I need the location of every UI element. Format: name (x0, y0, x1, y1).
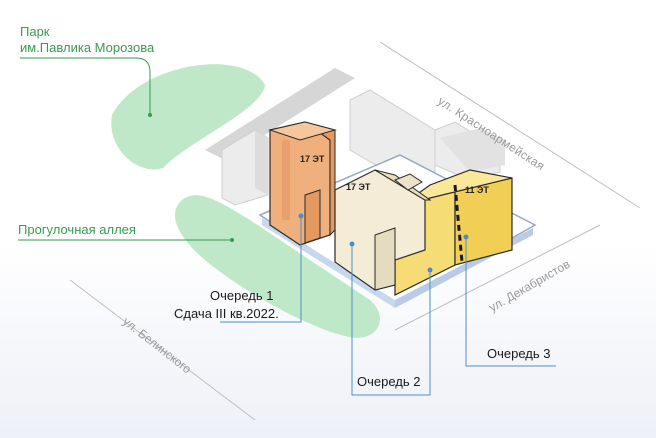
street-line-dekabristov (394, 224, 601, 331)
building-queue1 (268, 121, 337, 246)
queue3-leader-line (465, 237, 556, 367)
queue2-label: Очередь 2 (357, 374, 421, 389)
street-line-belinskogo (69, 279, 256, 421)
street-label-dekabristov: ул. Декабристов (487, 257, 573, 315)
street-line-krasnoarmeyskaya (379, 41, 641, 209)
context-buildings (205, 68, 505, 206)
queue2-marker-b (427, 267, 433, 273)
park-label-line1: Парк (20, 24, 50, 39)
queue1-label-line1: Очередь 1 (210, 288, 274, 303)
queue1-label-line2: Сдача III кв.2022. (174, 306, 279, 321)
queue3-label: Очередь 3 (487, 346, 551, 361)
floors-label-b3: 11 ЭТ (465, 185, 489, 195)
street-label-belinskogo: ул. Белинского (120, 314, 194, 376)
queue1-leader-line (220, 216, 302, 323)
park-label-line2: им.Павлика Морозова (20, 40, 155, 55)
queue2-leader-line (351, 244, 431, 396)
floors-label-b1: 17 ЭТ (300, 154, 325, 164)
floors-label-b2: 17 ЭТ (346, 182, 371, 192)
alley-label: Прогулочная аллея (18, 222, 136, 237)
park-leader-line (20, 57, 151, 115)
alley-area (174, 195, 380, 338)
building-queue2 (334, 169, 432, 291)
